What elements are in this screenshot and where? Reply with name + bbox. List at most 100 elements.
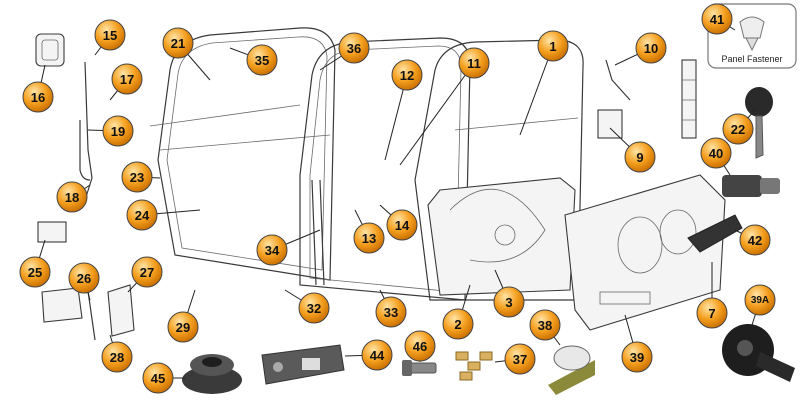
inset-label: Panel Fastener [721,54,782,64]
door-frame-outer [149,27,336,281]
callout-number: 15 [103,28,117,43]
callout-badge [111,63,143,95]
grommet [182,354,242,394]
callout-number: 9 [636,150,643,165]
callout-badge [338,32,370,64]
callout-number: 28 [110,350,124,365]
callout-25: 25 [19,256,51,288]
callout-7: 7 [696,297,728,329]
callout-41: 41 [701,3,733,35]
callout-number: 29 [176,320,190,335]
callout-badge [386,209,418,241]
callout-33: 33 [375,296,407,328]
callout-number: 39 [630,350,644,365]
callout-badge [621,341,653,373]
callout-badge [102,115,134,147]
callout-number: 27 [140,265,154,280]
callout-number: 44 [370,348,385,363]
callout-number: 24 [135,208,150,223]
callout-number: 3 [505,295,512,310]
callout-22: 22 [722,113,754,145]
callout-36: 36 [338,32,370,64]
callout-badge [537,30,569,62]
callout-badge [19,256,51,288]
callout-badge [744,284,776,316]
callout-number: 18 [65,190,79,205]
callout-number: 17 [120,72,134,87]
callout-badge [442,308,474,340]
callout-number: 38 [538,318,552,333]
callout-23: 23 [121,161,153,193]
callout-27: 27 [131,256,163,288]
callout-32: 32 [298,292,330,324]
bushings [455,351,493,381]
callout-badge [700,137,732,169]
callout-46: 46 [404,330,436,362]
callout-11: 11 [458,47,490,79]
callout-number: 26 [77,271,91,286]
callout-badge [298,292,330,324]
callout-badge [493,286,525,318]
callout-28: 28 [101,341,133,373]
callout-number: 23 [130,170,144,185]
callout-12: 12 [391,59,423,91]
ignition-key [745,87,773,159]
bolt [402,360,437,376]
callout-39: 39 [621,341,653,373]
callout-badge [391,59,423,91]
callout-badge [167,311,199,343]
callout-number: 45 [151,371,165,386]
callout-badge [131,256,163,288]
door-hinge-right [681,59,697,139]
callout-badge [22,81,54,113]
callout-14: 14 [386,209,418,241]
callout-number: 39A [751,295,769,306]
callout-badge [94,19,126,51]
armrest [687,214,743,253]
callout-10: 10 [635,32,667,64]
callout-3: 3 [493,286,525,318]
callout-13: 13 [353,222,385,254]
callout-number: 1 [549,39,556,54]
callout-number: 10 [644,41,658,56]
callout-number: 11 [467,56,481,71]
callout-19: 19 [102,115,134,147]
callout-number: 14 [395,218,410,233]
callout-40: 40 [700,137,732,169]
callout-badge [256,234,288,266]
window-regulator-assembly [427,177,576,296]
door-trim-panel [564,174,726,331]
callout-35: 35 [246,44,278,76]
callout-badge [361,339,393,371]
hinge-strap-left [37,221,135,341]
callout-39a: 39A [744,284,776,316]
callout-number: 42 [748,233,762,248]
callout-badge [246,44,278,76]
callout-number: 12 [400,68,414,83]
callout-badge [162,27,194,59]
callout-number: 33 [384,305,398,320]
callout-badge [375,296,407,328]
callout-badge [458,47,490,79]
door-check-strap [79,61,93,201]
lock-cylinder [722,175,780,197]
leader-line-1 [519,45,554,136]
latch-mechanism [597,59,631,139]
callout-16: 16 [22,81,54,113]
callout-number: 35 [255,53,269,68]
callout-badge [126,199,158,231]
callout-number: 36 [347,41,361,56]
callout-15: 15 [94,19,126,51]
callout-number: 41 [710,12,724,27]
callout-number: 25 [28,265,42,280]
callout-badge [635,32,667,64]
callout-number: 19 [111,124,125,139]
callout-badge [696,297,728,329]
callout-number: 46 [413,339,427,354]
callout-number: 21 [171,36,185,51]
callout-badge [739,224,771,256]
mirror-bracket [35,33,65,67]
callout-2: 2 [442,308,474,340]
callout-38: 38 [529,309,561,341]
